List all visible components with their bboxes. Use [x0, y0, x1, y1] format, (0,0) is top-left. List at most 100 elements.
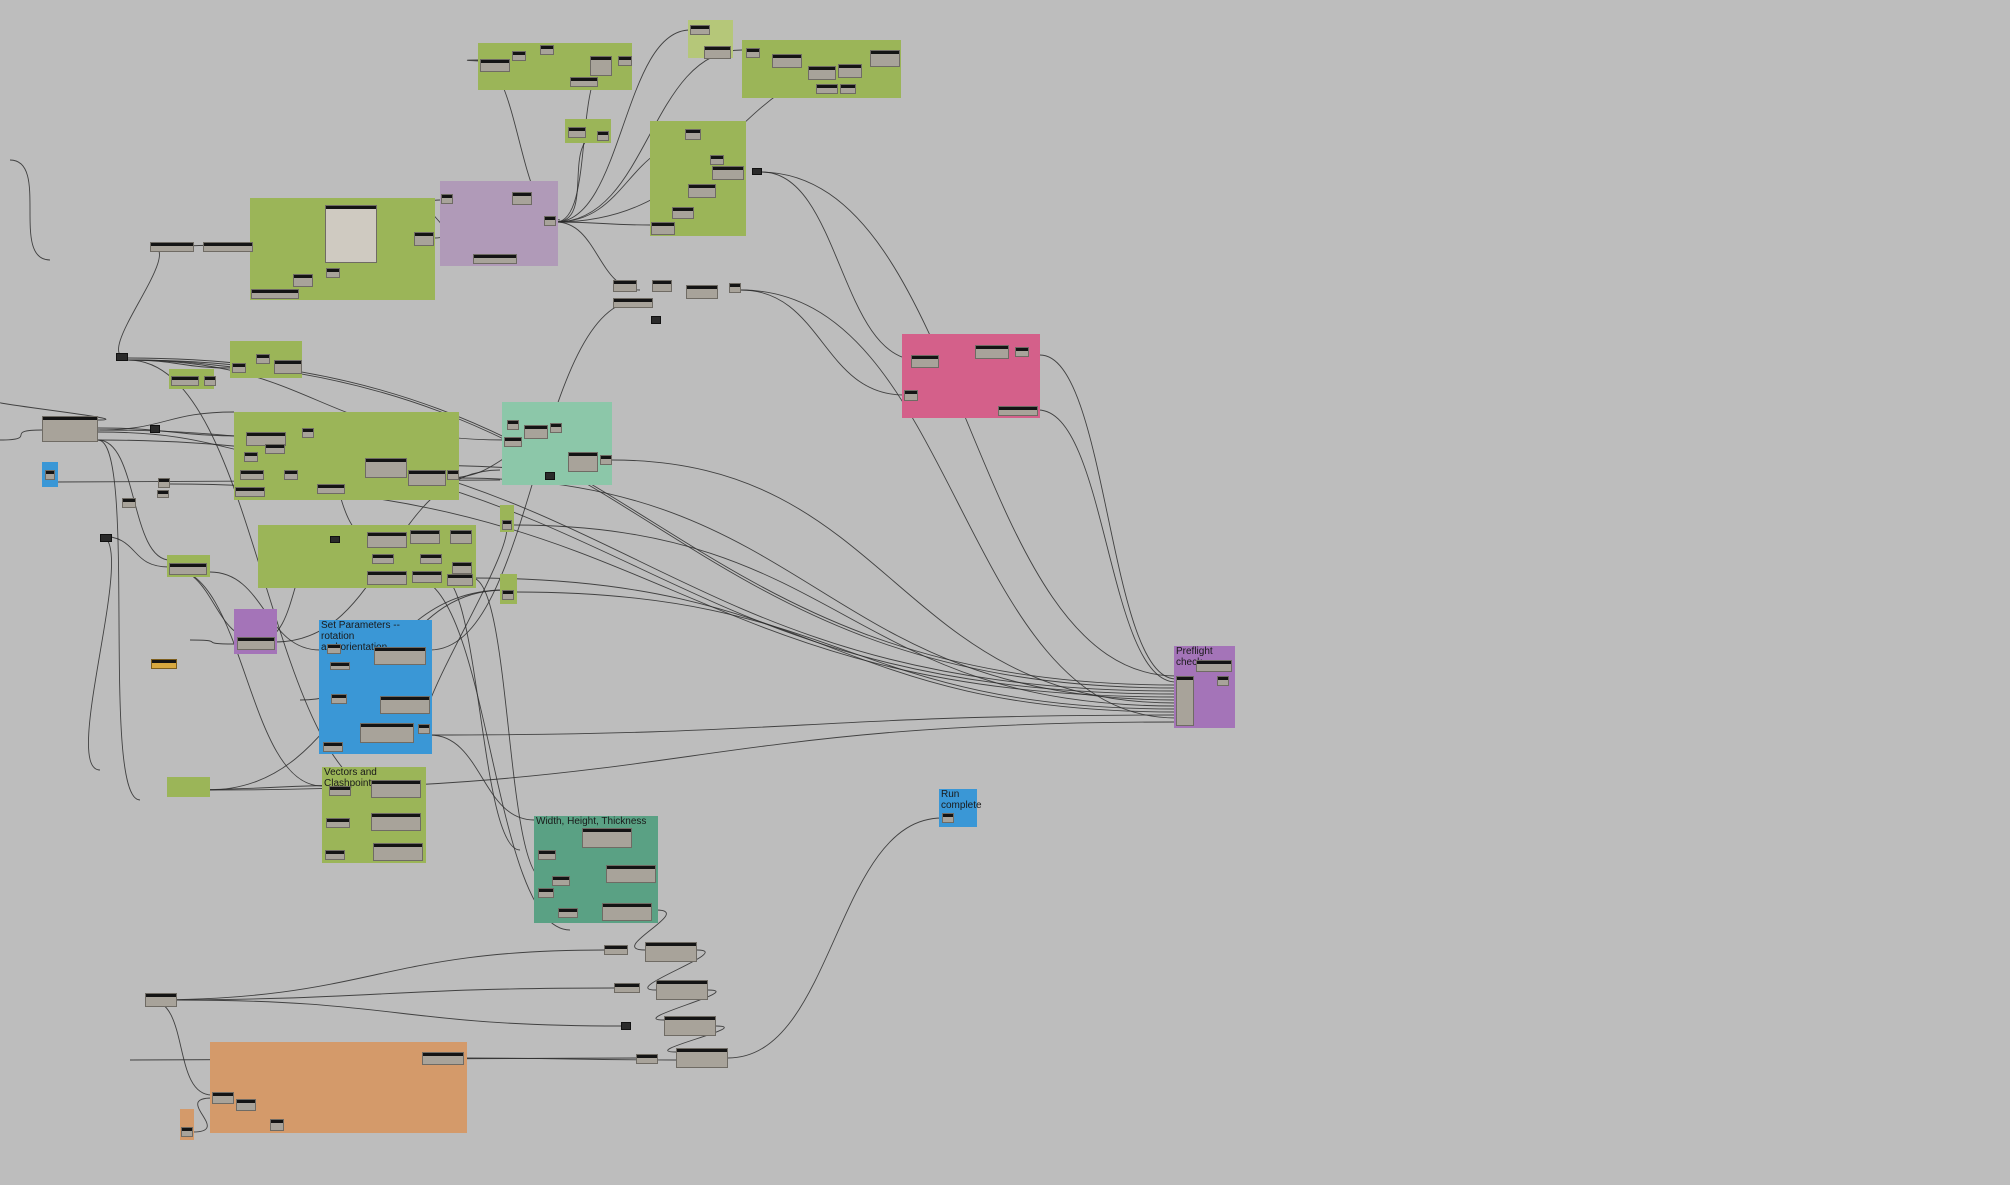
node[interactable] [327, 644, 341, 654]
node[interactable] [540, 45, 554, 55]
node[interactable] [838, 64, 862, 78]
node[interactable] [618, 56, 632, 66]
node[interactable] [329, 786, 351, 796]
node[interactable] [237, 637, 275, 650]
node[interactable] [690, 25, 710, 35]
node[interactable] [604, 945, 628, 955]
node[interactable] [512, 192, 532, 205]
node[interactable] [100, 534, 112, 542]
watch-node[interactable] [325, 205, 377, 263]
node[interactable] [975, 345, 1009, 359]
node[interactable] [840, 84, 856, 94]
node[interactable] [752, 168, 762, 175]
node[interactable] [710, 155, 724, 165]
node[interactable] [158, 478, 170, 488]
node[interactable] [169, 563, 207, 575]
node[interactable] [145, 993, 177, 1007]
node[interactable] [686, 285, 718, 299]
node[interactable] [240, 470, 264, 480]
node[interactable] [1217, 676, 1229, 686]
node[interactable] [545, 472, 555, 480]
node[interactable] [712, 166, 744, 180]
node[interactable] [568, 127, 586, 138]
node[interactable] [1176, 676, 1194, 726]
node[interactable] [998, 406, 1038, 416]
node[interactable] [507, 420, 519, 430]
node[interactable] [317, 484, 345, 494]
node[interactable] [244, 452, 258, 462]
node[interactable] [274, 360, 302, 374]
node[interactable] [568, 452, 598, 472]
node[interactable] [524, 425, 548, 439]
node[interactable] [373, 843, 423, 861]
node[interactable] [473, 254, 517, 264]
node[interactable] [746, 48, 760, 58]
node[interactable] [688, 184, 716, 198]
node[interactable] [600, 455, 612, 465]
group-green-large-mid[interactable] [234, 412, 459, 500]
node[interactable] [502, 590, 514, 600]
slider-node[interactable] [151, 659, 177, 669]
node[interactable] [816, 84, 838, 94]
node[interactable] [447, 470, 459, 480]
node[interactable] [729, 283, 741, 293]
node[interactable] [150, 425, 160, 433]
node[interactable] [380, 696, 430, 714]
node[interactable] [590, 56, 612, 76]
node[interactable] [772, 54, 802, 68]
node[interactable] [447, 574, 473, 586]
node[interactable] [512, 51, 526, 61]
node[interactable] [502, 520, 512, 530]
node[interactable] [414, 232, 434, 246]
group-lilac[interactable] [440, 181, 558, 266]
group-small-green-e[interactable] [167, 777, 210, 797]
node[interactable] [367, 532, 407, 548]
node[interactable] [420, 554, 442, 564]
node[interactable] [911, 355, 939, 368]
node[interactable] [371, 780, 421, 798]
node[interactable] [538, 850, 556, 860]
node[interactable] [235, 487, 265, 497]
node[interactable] [45, 470, 55, 480]
node[interactable] [613, 298, 653, 308]
node[interactable] [613, 280, 637, 292]
node[interactable] [1015, 347, 1029, 357]
node[interactable] [418, 724, 430, 734]
node[interactable] [544, 216, 556, 226]
node[interactable] [367, 571, 407, 585]
node[interactable] [116, 353, 128, 361]
node[interactable] [212, 1092, 234, 1104]
node[interactable] [360, 723, 414, 743]
node[interactable] [232, 363, 246, 373]
node[interactable] [157, 490, 169, 498]
node[interactable] [331, 694, 347, 704]
node[interactable] [606, 865, 656, 883]
node[interactable] [330, 662, 350, 670]
node[interactable] [422, 1052, 464, 1065]
node[interactable] [204, 376, 216, 386]
node[interactable] [441, 194, 453, 204]
node[interactable] [270, 1119, 284, 1131]
node[interactable] [371, 813, 421, 831]
node[interactable] [597, 131, 609, 141]
node[interactable] [265, 444, 285, 454]
node[interactable] [664, 1016, 716, 1036]
node[interactable] [293, 274, 313, 287]
node[interactable] [636, 1054, 658, 1064]
node[interactable] [408, 470, 446, 486]
node[interactable] [808, 66, 836, 80]
node[interactable] [651, 316, 661, 324]
node[interactable] [552, 876, 570, 886]
node[interactable] [330, 536, 340, 543]
node[interactable] [685, 129, 701, 140]
node[interactable] [651, 222, 675, 235]
node[interactable] [614, 983, 640, 993]
node[interactable] [450, 530, 472, 544]
node[interactable] [302, 428, 314, 438]
node[interactable] [150, 242, 194, 252]
node[interactable] [412, 571, 442, 583]
node[interactable] [504, 437, 522, 447]
node[interactable] [1196, 660, 1232, 672]
node[interactable] [284, 470, 298, 480]
